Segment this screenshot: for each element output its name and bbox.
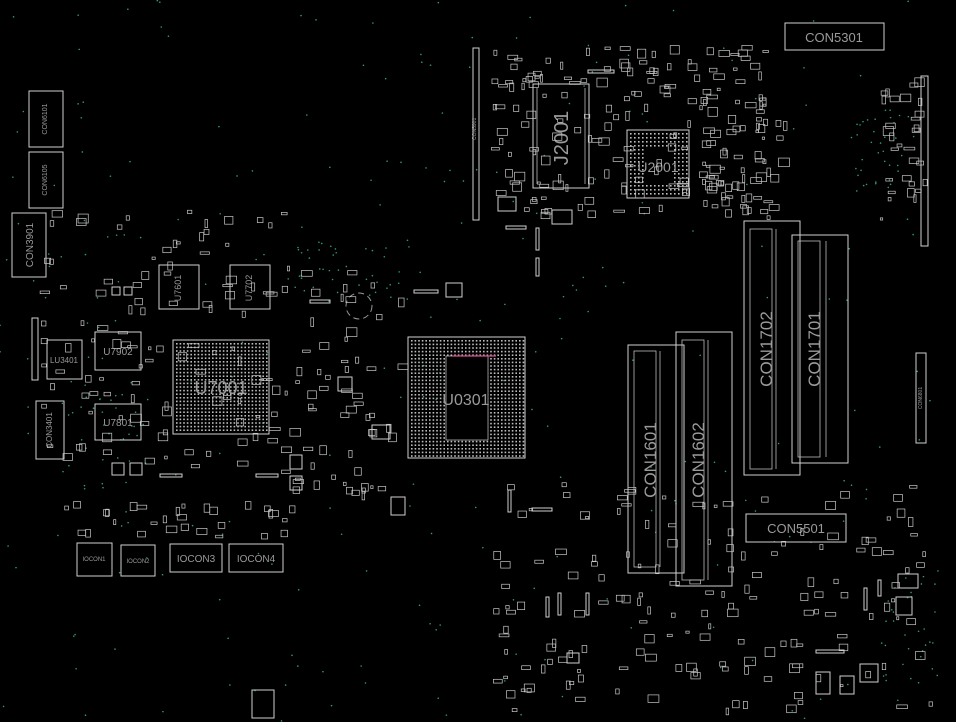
iocon4-label: IOCON4	[237, 554, 276, 565]
con1701-label: CON1701	[805, 311, 824, 387]
con3401-label: CON3401	[45, 412, 54, 448]
con6101-label: CON6101	[42, 103, 49, 134]
iocon1-label: IOCON1	[82, 557, 106, 563]
connector-con5901-left: CON5901	[472, 47, 480, 221]
con5901-label: CON5901	[472, 118, 478, 140]
con3901-label: CON3901	[25, 222, 36, 267]
mounting-hole	[345, 292, 373, 320]
con6801-label: CON6801	[918, 387, 924, 409]
chip-u7601: U7601	[158, 264, 200, 310]
u7001-label: U7001	[194, 378, 247, 398]
slot-con1601: CON1601	[627, 344, 685, 574]
con1702-label: CON1702	[757, 311, 776, 387]
connector-con5301: CON5301	[784, 22, 885, 51]
small-component-footprints	[39, 45, 933, 719]
connector-iocon2: IOCON2	[120, 544, 156, 577]
u0301-label: U0301	[442, 392, 489, 409]
chip-u0301: U0301	[407, 336, 526, 459]
u7902-label: U7902	[103, 347, 133, 358]
iocon2-label: IOCON2	[126, 559, 150, 565]
connector-con6801: CON6801	[915, 352, 927, 444]
connector-con6105: CON6105	[28, 151, 64, 209]
chip-u7001: U7001	[172, 339, 270, 435]
u7702-label: U7702	[244, 275, 254, 302]
chip-lu3401: LU3401	[46, 339, 83, 380]
u7801-label: U7801	[103, 418, 133, 429]
connector-left-small	[31, 317, 39, 381]
connector-iocon3: IOCON3	[169, 543, 223, 573]
con5501-label: CON5501	[767, 521, 825, 536]
con6105-label: CON6105	[42, 164, 49, 195]
connector-iocon1: IOCON1	[76, 542, 113, 577]
connector-con5501: CON5501	[745, 513, 847, 543]
con1602-label: CON1602	[689, 422, 708, 498]
slot-con1702: CON1702	[743, 220, 801, 476]
connector-iocon4: IOCON4	[228, 543, 284, 573]
connector-con3901: CON3901	[11, 212, 47, 278]
con5301-label: CON5301	[805, 30, 863, 45]
lu3401-label: LU3401	[50, 356, 79, 365]
connector-con6101: CON6101	[28, 90, 64, 148]
u2001-ball-grid	[630, 133, 688, 195]
iocon3-label: IOCON3	[177, 554, 216, 565]
connector-con3401: CON3401	[35, 400, 65, 460]
u7001-ball-grid	[176, 343, 268, 431]
con1601-label: CON1601	[641, 422, 660, 498]
slot-con1701: CON1701	[791, 234, 849, 464]
u7601-label: U7601	[173, 275, 183, 302]
